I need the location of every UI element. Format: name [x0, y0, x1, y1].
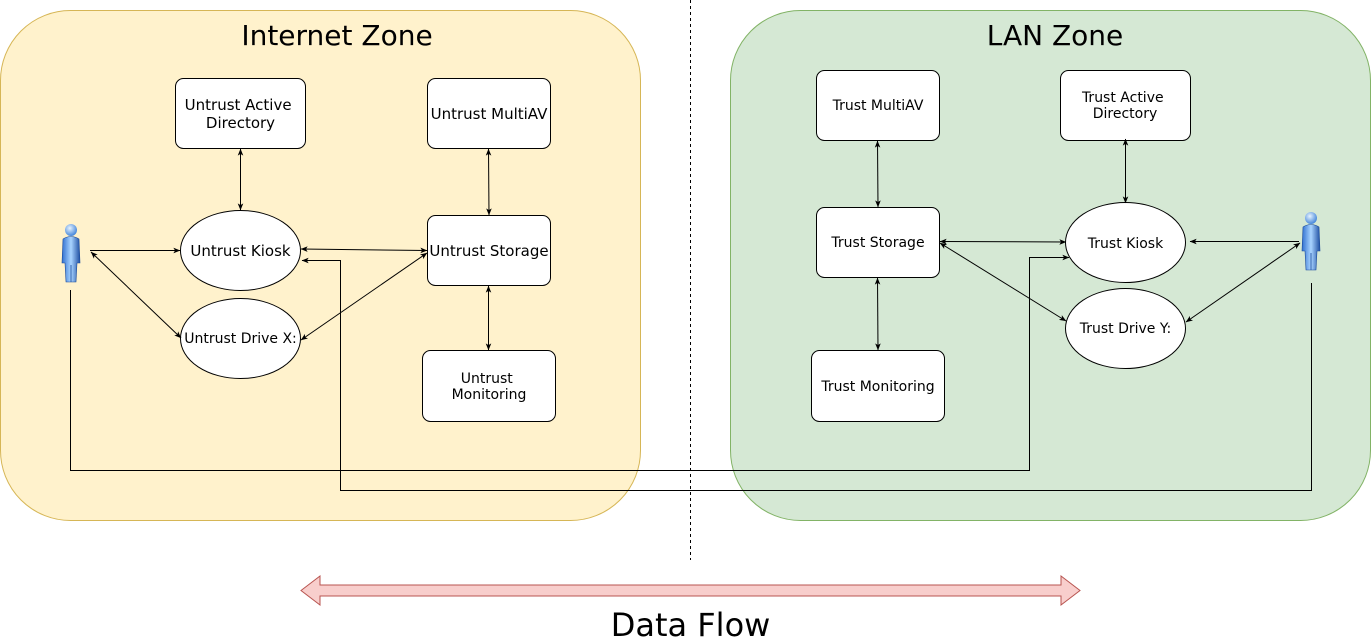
lan-zone-title: LAN Zone — [987, 19, 1124, 52]
untrust-multiav-label: Untrust MultiAV — [431, 105, 548, 123]
untrust-kiosk-node — [180, 210, 301, 291]
trust-monitoring-label: Trust Monitoring — [820, 379, 934, 395]
edge-untrust-kiosk-storage — [300, 246, 428, 254]
data-flow-title: Data Flow — [611, 606, 771, 644]
trust-kiosk-label: Trust Kiosk — [1087, 236, 1164, 252]
internet-zone-title: Internet Zone — [241, 19, 432, 52]
trust-active-directory-label: Trust Active Directory — [1081, 90, 1168, 122]
edge-untrust-multiav-storage — [485, 148, 492, 216]
trust-monitoring-box — [811, 350, 945, 422]
edge-lan-user-drive — [1185, 242, 1301, 323]
trust-drive-node — [1065, 288, 1186, 369]
edge-internet-user-drive — [90, 251, 182, 339]
edge-lan-user-to-untrust-kiosk — [301, 257, 1312, 491]
untrust-multiav-box — [427, 78, 551, 149]
edge-trust-storage-monitoring — [874, 277, 881, 351]
untrust-storage-label: Untrust Storage — [429, 242, 548, 260]
trust-multiav-box — [816, 70, 940, 141]
data-flow-double-arrow — [300, 574, 1081, 607]
untrust-monitoring-label: Untrust Monitoring — [452, 371, 527, 403]
trust-drive-label: Trust Drive Y: — [1079, 321, 1172, 337]
trust-multiav-label: Trust MultiAV — [832, 98, 924, 114]
trust-storage-label: Trust Storage — [830, 235, 924, 251]
lan-user-icon — [1301, 212, 1321, 271]
trust-storage-box — [816, 207, 940, 278]
untrust-active-directory-box — [175, 78, 306, 149]
untrust-drive-label: Untrust Drive X: — [184, 331, 297, 347]
untrust-kiosk-label: Untrust Kiosk — [190, 242, 291, 260]
internet-user-icon — [61, 224, 81, 283]
edge-trust-storage-drive — [939, 242, 1067, 322]
edge-trust-storage-kiosk — [939, 238, 1067, 245]
untrust-active-directory-label: Untrust Active Directory — [185, 96, 297, 132]
edge-internet-user-to-trust-kiosk — [70, 254, 1070, 471]
untrust-drive-node — [180, 298, 301, 379]
untrust-storage-box — [427, 215, 551, 286]
edge-untrust-storage-drive — [300, 252, 428, 341]
edge-trust-multiav-storage — [874, 140, 881, 208]
untrust-monitoring-box — [422, 350, 556, 422]
